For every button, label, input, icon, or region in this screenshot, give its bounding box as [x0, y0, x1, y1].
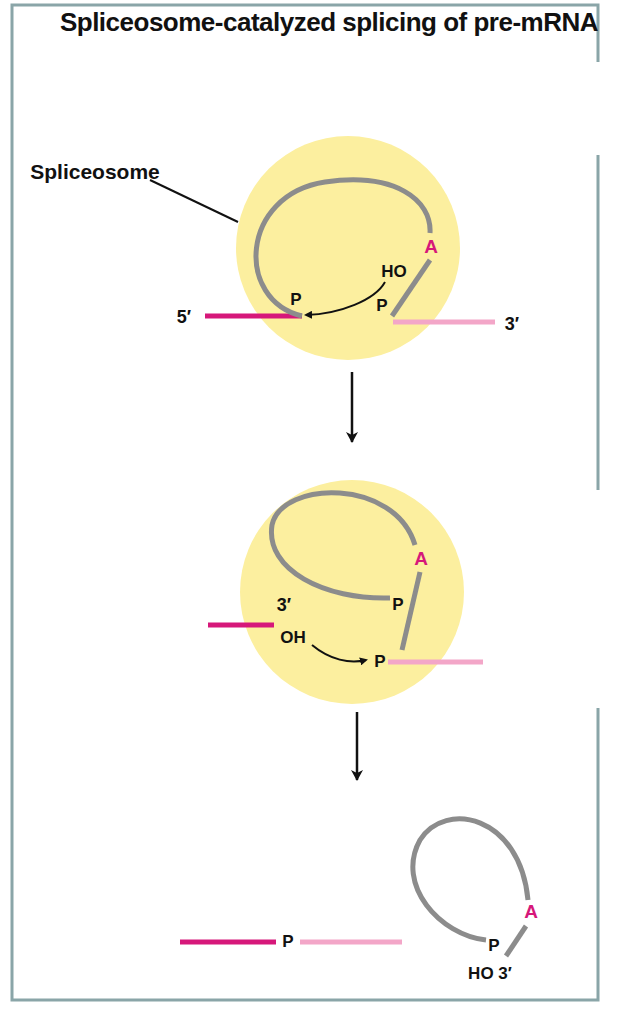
leader-line [150, 180, 238, 222]
exon-2 [393, 320, 495, 325]
exon-1 [180, 940, 276, 945]
step-arrow [356, 712, 359, 780]
hydroxyl-group: OH [280, 629, 306, 648]
end-label: 3′ [277, 596, 291, 616]
phosphate-group: P [488, 937, 499, 956]
attack-arrow [312, 645, 366, 661]
exon-1 [208, 623, 274, 628]
end-label: 5′ [177, 308, 191, 328]
branch-adenosine: A [414, 549, 428, 570]
hydroxyl-group: HO [381, 263, 407, 282]
branch-adenosine: A [424, 237, 438, 258]
end-label: 3′ [505, 315, 519, 335]
phosphate-group: P [290, 291, 301, 310]
frame [12, 5, 598, 1000]
intron [256, 180, 430, 316]
branch-adenosine: A [524, 902, 538, 923]
intron-lariat [271, 493, 415, 598]
step-arrow [351, 372, 354, 442]
spliceosome-circle [240, 480, 464, 704]
diagram-title: Spliceosome-catalyzed splicing of pre-mR… [40, 8, 618, 37]
exon-1 [205, 314, 302, 319]
phosphate-group: P [392, 596, 403, 615]
phosphate-group: P [376, 297, 387, 316]
spliceosome-label: Spliceosome [30, 160, 160, 183]
phosphate-group: P [374, 653, 385, 672]
phosphate-group: P [282, 933, 293, 952]
intron [402, 572, 420, 650]
attack-arrow [306, 282, 385, 315]
hydroxyl-end-label: HO 3′ [468, 965, 512, 984]
lariat [413, 819, 528, 940]
exon-2 [388, 660, 483, 665]
lariat-tail [506, 926, 526, 956]
spliceosome-circle [236, 136, 460, 360]
exon-2 [300, 940, 402, 945]
